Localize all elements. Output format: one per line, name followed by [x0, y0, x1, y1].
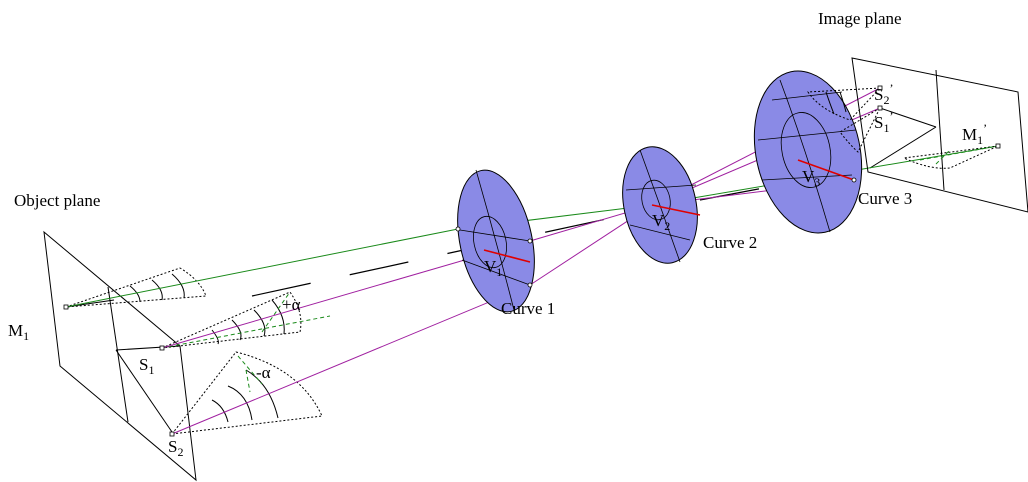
m1-prime-label: M1’ [962, 121, 987, 147]
s1-prime-label: S1’ [874, 109, 893, 135]
object-plane-vertical-axis [107, 286, 129, 423]
point-s2p [877, 85, 883, 91]
v2-label: V2 [652, 211, 670, 233]
object-plane-frame [43, 230, 197, 482]
object-plane-label: Object plane [14, 191, 100, 210]
plus-alpha-label: +α [282, 295, 301, 314]
point-m1 [63, 304, 69, 310]
lens-curve-1 [457, 169, 535, 313]
point-s2 [169, 431, 175, 437]
v3-label: V3 [802, 167, 820, 189]
image-plane-frame [851, 57, 1028, 213]
curve-2-label: Curve 2 [703, 233, 757, 252]
m1-label: M1 [8, 321, 29, 343]
s2-prime-label: S2’ [874, 81, 893, 107]
s1-label: S1 [139, 355, 154, 377]
object-plane [43, 230, 197, 482]
fans-image [807, 87, 999, 169]
curve-3-label: Curve 3 [858, 189, 912, 208]
v1-label: V1 [484, 257, 502, 279]
point-s1p [877, 105, 883, 111]
point-s1 [159, 345, 165, 351]
fan-m1 [65, 267, 207, 308]
image-plane-vertical-axis [935, 69, 945, 191]
s2-label: S2 [168, 437, 183, 459]
object-plane-diagonal [115, 349, 173, 433]
curve-1-label: Curve 1 [501, 299, 555, 318]
fan-s2 [170, 351, 323, 435]
lens-curve-3 [753, 70, 863, 234]
fan-s1 [161, 291, 331, 349]
point-markers [63, 85, 1001, 437]
image-plane-label: Image plane [818, 9, 902, 28]
minus-alpha-label: -α [256, 363, 271, 382]
point-m1p [995, 143, 1001, 149]
image-plane [851, 57, 1028, 213]
lens-curve-2 [622, 146, 701, 264]
